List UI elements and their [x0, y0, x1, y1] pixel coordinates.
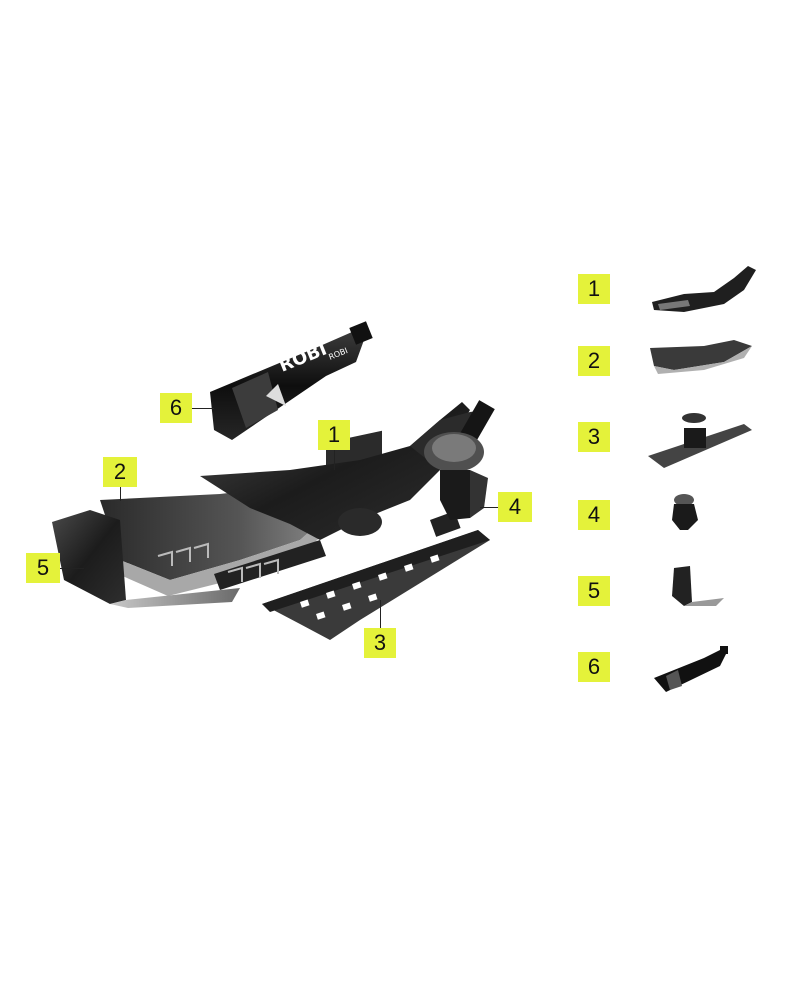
leader-line [60, 568, 84, 569]
seat-cushion-icon [650, 340, 752, 374]
leader-line [334, 450, 335, 470]
legend-number: 1 [578, 274, 610, 304]
part-knob [424, 432, 488, 520]
callout-2: 2 [103, 457, 137, 487]
legend-item: 1 [578, 266, 778, 324]
leader-line [480, 507, 498, 508]
back-plate-icon [672, 566, 724, 606]
legend-number: 4 [578, 500, 610, 530]
base-plate-icon [648, 413, 752, 468]
part-back-plate [52, 510, 240, 608]
knob-icon [672, 494, 698, 530]
legend-item: 2 [578, 340, 778, 396]
leader-line [120, 487, 121, 501]
legend-item: 4 [578, 494, 778, 550]
bottle-icon [654, 646, 728, 692]
callout-3: 3 [364, 628, 396, 658]
legend-number: 3 [578, 422, 610, 452]
callout-5: 5 [26, 553, 60, 583]
legend-number: 6 [578, 652, 610, 682]
leader-line [192, 408, 214, 409]
callout-6: 6 [160, 393, 192, 423]
callout-1: 1 [318, 420, 350, 450]
callout-4: 4 [498, 492, 532, 522]
legend-number: 5 [578, 576, 610, 606]
leader-line [380, 600, 381, 628]
seat-tray-icon [652, 266, 756, 312]
part-bottle: ROBI ROBI [210, 321, 373, 440]
legend-item: 5 [578, 566, 778, 626]
legend-number: 2 [578, 346, 610, 376]
legend-item: 3 [578, 413, 778, 472]
legend-item: 6 [578, 646, 778, 702]
